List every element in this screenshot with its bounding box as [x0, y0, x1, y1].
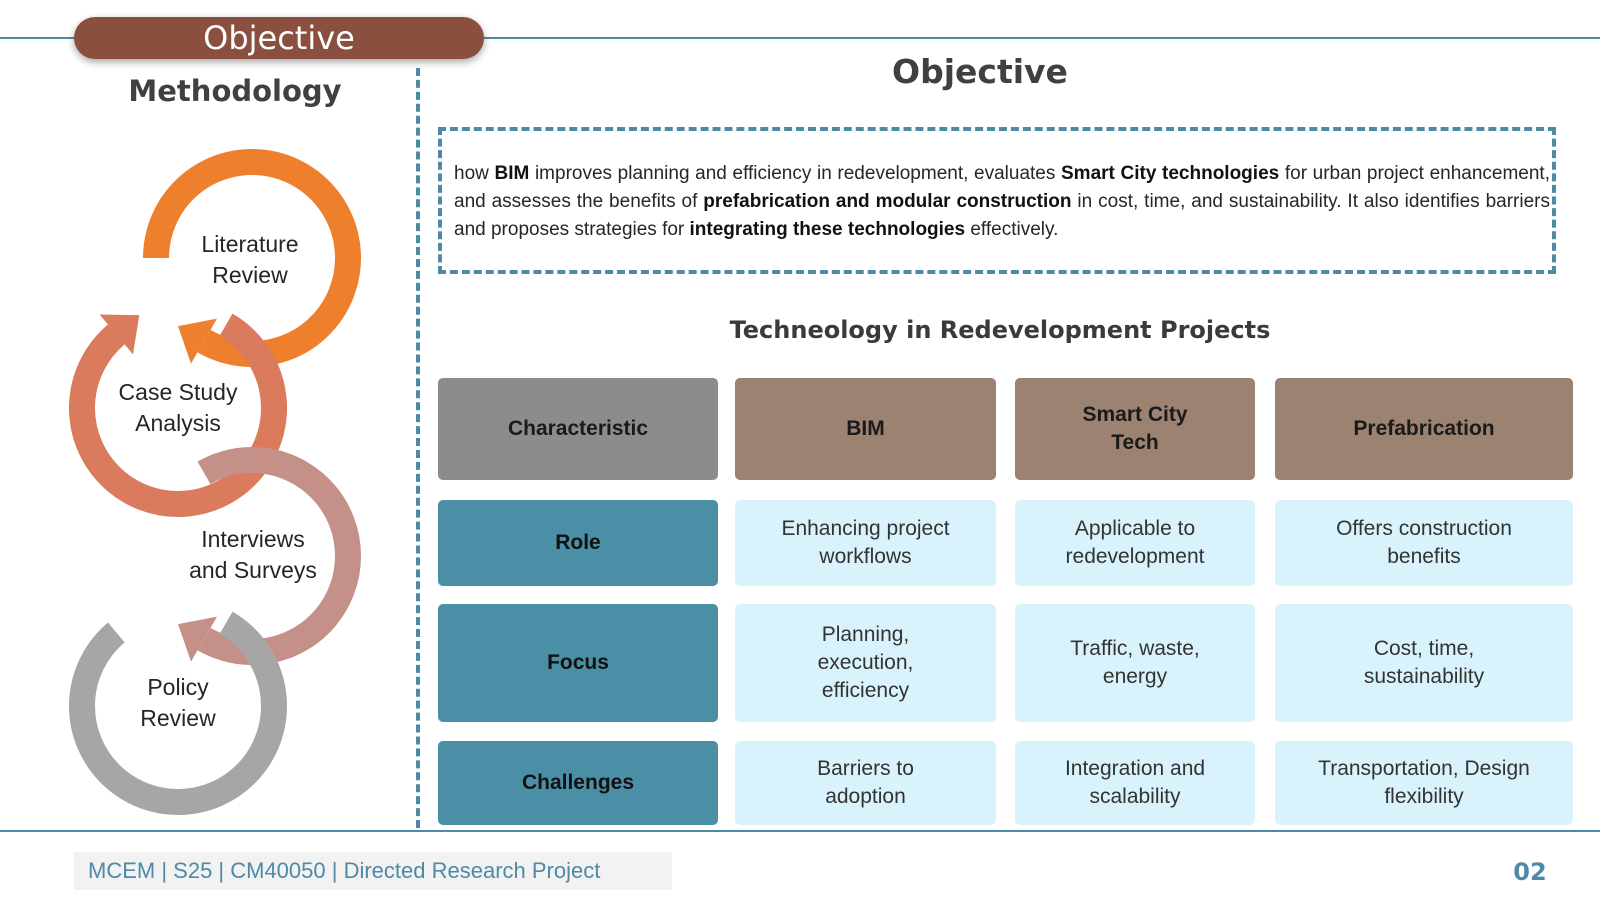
objective-segment: integrating these technologies: [689, 219, 966, 240]
arrowhead-icon: [178, 616, 217, 662]
bottom-rule: [0, 830, 1600, 832]
section-pill: Objective: [74, 17, 484, 59]
objective-segment: improves planning and efficiency in rede…: [529, 163, 1061, 184]
objective-box: [438, 127, 1556, 274]
objective-segment: for urban project enhancement, and asses…: [454, 163, 1550, 212]
cell-focus-bim: Planning,execution,efficiency: [735, 604, 996, 722]
objective-segment: effectively.: [965, 219, 1059, 240]
row-head-role: Role: [438, 500, 718, 586]
loop-arrow-policy: [69, 611, 287, 815]
cell-focus-prefab: Cost, time,sustainability: [1275, 604, 1573, 722]
row-head-challenges: Challenges: [438, 741, 718, 825]
page-number: 02: [1513, 858, 1547, 886]
objective-segment: how: [454, 163, 495, 184]
footer-course-label: MCEM | S25 | CM40050 | Directed Research…: [74, 852, 672, 890]
row-head-focus: Focus: [438, 604, 718, 722]
objective-segment: BIM: [494, 163, 530, 184]
top-rule: [0, 37, 1600, 39]
methodology-title: Methodology: [128, 74, 342, 108]
objective-text: how BIM improves planning and efficiency…: [454, 160, 1550, 244]
header-prefabrication: Prefabrication: [1275, 378, 1573, 480]
header-characteristic: Characteristic: [438, 378, 718, 480]
arrowhead-icon: [99, 314, 140, 355]
objective-segment: Smart City technologies: [1061, 163, 1280, 184]
methodology-diagram: [69, 149, 361, 815]
cell-focus-smart: Traffic, waste,energy: [1015, 604, 1255, 722]
arrowhead-icon: [178, 318, 217, 364]
table-title: Techneology in Redevelopment Projects: [729, 316, 1271, 344]
objective-segment: prefabrication and modular construction: [703, 191, 1072, 212]
vertical-divider: [416, 68, 420, 828]
objective-segment: in cost, time, and sustainability. It al…: [454, 191, 1550, 240]
loop-arrow-case-study: [69, 313, 287, 517]
loop-arrow-literature: [143, 149, 361, 367]
objective-title: Objective: [892, 52, 1068, 91]
header-bim: BIM: [735, 378, 996, 480]
